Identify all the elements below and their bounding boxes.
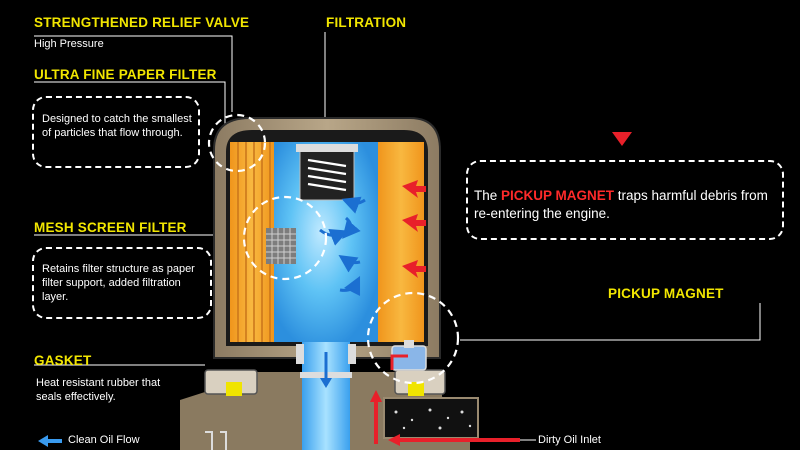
dirty-oil-inlet-label: Dirty Oil Inlet [538,434,601,446]
callout-mesh-filter [32,247,212,319]
label-gasket-title: GASKET [34,353,92,368]
leader-paper-filter [34,81,226,128]
label-relief-valve-subtitle: High Pressure [34,38,104,50]
label-mesh-filter-description: Retains filter structure as paper filter… [42,263,195,303]
gasket-right [408,382,424,396]
pickup-desc-highlight: PICKUP MAGNET [501,188,615,203]
leader-pickup-magnet [460,303,761,341]
highlight-circles [207,113,460,385]
pickup-magnet-part [391,340,427,371]
legend-clean-oil-label: Clean Oil Flow [68,434,140,446]
mount-bracket [205,431,227,450]
leader-lines [34,32,761,441]
dirty-oil-inlet-channel [370,354,520,446]
label-gasket-description: Heat resistant rubber that seals effecti… [36,377,161,403]
label-mesh-filter-title: MESH SCREEN FILTER [34,220,187,235]
dirty-flow-arrows-right [402,180,426,278]
pickup-desc-prefix: The [474,188,502,203]
circle-paper-filter [207,113,267,173]
gasket-left [226,382,242,396]
clean-flow-arrows [319,196,366,297]
callout-paper-filter [32,96,200,168]
pickup-desc-suffix: traps harmful debris from re-entering th… [474,188,768,221]
mesh-screen [266,228,296,264]
label-paper-filter-title: ULTRA FINE PAPER FILTER [34,67,217,82]
paper-filter-right [378,142,424,342]
outlet-arrow [320,352,332,388]
pickup-magnet-description: The PICKUP MAGNET traps harmful debris f… [474,187,774,223]
relief-valve-spring [296,144,358,201]
clean-oil-legend-arrow-icon [38,435,62,447]
leader-relief-valve [34,35,233,112]
callout-pickup-magnet [466,160,784,240]
label-relief-valve-title: STRENGTHENED RELIEF VALVE [34,15,250,30]
label-pickup-magnet-title: PICKUP MAGNET [608,286,724,301]
label-filtration-title: FILTRATION [326,15,407,30]
chevron-marker-icon [612,132,632,146]
circle-pickup-magnet [366,291,460,385]
label-paper-filter-description: Designed to catch the smallest of partic… [42,113,192,139]
circle-mesh-filter [242,195,328,281]
